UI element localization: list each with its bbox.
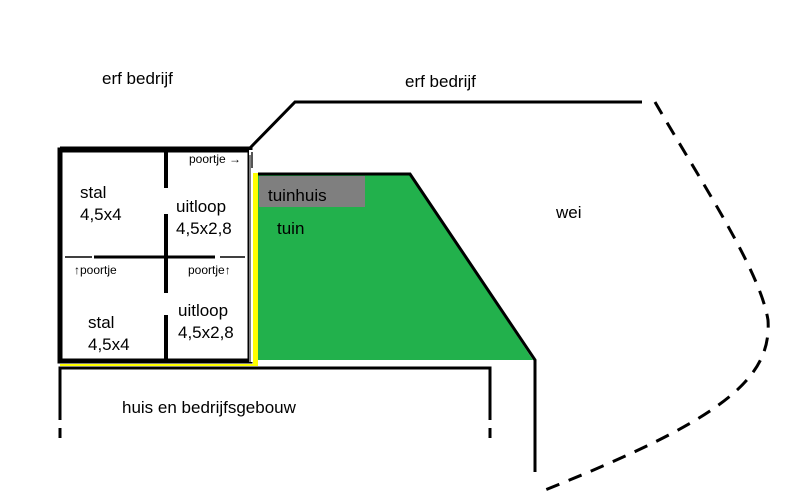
- tuin-area: [258, 174, 533, 360]
- tuinhuis-label: tuinhuis: [268, 186, 327, 205]
- erf-label-left: erf bedrijf: [102, 69, 173, 88]
- poortje-right-label: poortje↑: [188, 263, 231, 277]
- stal-top-label: stal: [80, 183, 107, 202]
- erf-boundary: [60, 100, 642, 150]
- uitloop-top-label: uitloop: [176, 197, 227, 216]
- erf-label-top: erf bedrijf: [405, 72, 476, 91]
- poortje-top-label: poortje →: [189, 152, 242, 166]
- poortje-left-label: ↑poortje: [74, 263, 117, 277]
- yellow-fence: [253, 173, 258, 365]
- uitloop-bottom-label: uitloop: [178, 301, 229, 320]
- stal-bottom-label: stal: [88, 313, 115, 332]
- stal-top-size: 4,5x4: [80, 205, 122, 224]
- huis-label: huis en bedrijfsgebouw: [122, 398, 296, 417]
- tuin-border: [258, 172, 537, 472]
- uitloop-top-size: 4,5x2,8: [176, 219, 232, 238]
- tuin-label: tuin: [277, 219, 305, 238]
- tuinhuis-area: [259, 176, 365, 207]
- stal-bottom-size: 4,5x4: [88, 335, 130, 354]
- wei-boundary-dashed: [544, 101, 770, 492]
- huis-outline: [58, 366, 492, 410]
- wei-label: wei: [556, 203, 582, 222]
- uitloop-bottom-size: 4,5x2,8: [178, 323, 234, 342]
